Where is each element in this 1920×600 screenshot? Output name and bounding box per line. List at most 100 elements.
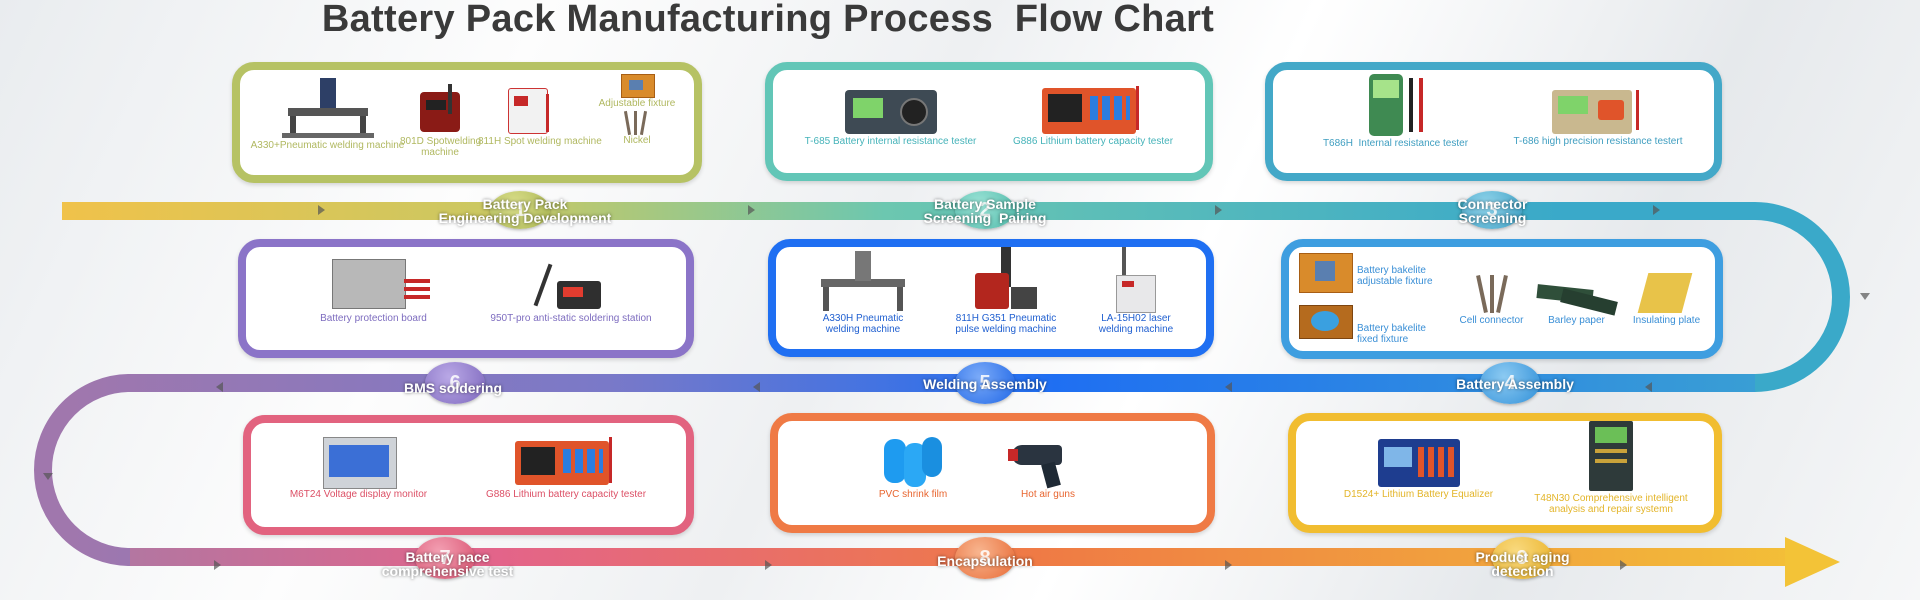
nickel-strip-image [622, 110, 652, 136]
equipment-box-4: Battery bakelite adjustable fixture Batt… [1281, 239, 1723, 359]
equipment-item: Hot air guns [998, 435, 1098, 500]
equipment-box-8: PVC shrink film Hot air guns [770, 413, 1215, 533]
step-label-6: BMS soldering [403, 380, 502, 396]
item-label: 950T-pro anti-static soldering station [490, 313, 652, 324]
item-label: Barley paper [1548, 315, 1605, 326]
laser-welding-machine-image [1108, 247, 1164, 313]
item-label: Cell connector [1459, 315, 1524, 326]
equipment-item: 811H Spot welding machine [478, 84, 602, 147]
step-badge-8: 8 [955, 537, 1015, 579]
equipment-box-7: M6T24 Voltage display monitor G886 Lithi… [243, 415, 694, 535]
equipment-box-2: T-685 Battery internal resistance tester… [765, 62, 1213, 181]
item-label: 811H Spot welding machine [478, 136, 602, 147]
equipment-item: A330+Pneumatic welding machine [250, 78, 405, 151]
adjustable-fixture-image [619, 72, 655, 98]
item-label: T-686 high precision resistance testert [1513, 136, 1683, 147]
barley-paper-image [1535, 281, 1618, 316]
page-title: Battery Pack Manufacturing Process Flow … [321, 0, 1215, 40]
item-label: M6T24 Voltage display monitor [289, 489, 428, 500]
capacity-tester-image [1038, 84, 1148, 136]
pvc-shrink-film-image [878, 435, 948, 489]
equipment-box-6: Battery protection board 950T-pro anti-s… [238, 239, 694, 358]
step-label-5: Welding Assembly [923, 376, 1047, 392]
equipment-item: G886 Lithium battery capacity tester [998, 84, 1188, 147]
battery-equalizer-image [1374, 437, 1464, 489]
item-label: 811H G351 Pneumatic pulse welding machin… [955, 313, 1057, 335]
equipment-item: Battery protection board [286, 259, 461, 324]
equipment-box-5: A330H Pneumatic welding machine 811H G35… [768, 239, 1214, 357]
equipment-item: G886 Lithium battery capacity tester [466, 435, 666, 500]
item-label: A330+Pneumatic welding machine [250, 140, 405, 151]
step-label-3: Connector Screening [1457, 196, 1528, 226]
equipment-box-3: T686H Internal resistance tester T-686 h… [1265, 62, 1722, 181]
step-badge-5: 5 [955, 362, 1015, 404]
equipment-item: 801D Spotwelding machine [400, 84, 482, 158]
item-label: LA-15H02 laser welding machine [1098, 313, 1174, 335]
insulating-plate-image [1637, 271, 1697, 315]
equipment-item: Cell connector [1454, 273, 1529, 326]
item-label: G886 Lithium battery capacity tester [1012, 136, 1174, 147]
pneumatic-welding-machine-image [280, 78, 375, 140]
item-label: T686H Internal resistance tester [1322, 138, 1469, 149]
item-label: Nickel [623, 135, 651, 146]
item-label: PVC shrink film [878, 489, 948, 500]
item-label: T-685 Battery internal resistance tester [804, 136, 977, 147]
equipment-item: Barley paper [1534, 281, 1619, 326]
equipment-item: T-685 Battery internal resistance tester [803, 84, 978, 147]
item-label: Hot air guns [1021, 489, 1075, 500]
equipment-item: M6T24 Voltage display monitor [271, 435, 446, 500]
cell-connector-image [1472, 273, 1512, 315]
step-label-2: Battery Sample Screening Pairing [923, 196, 1047, 226]
equipment-item: Adjustable fixture Nickel [592, 72, 682, 146]
step-badge-4: 4 [1480, 362, 1540, 404]
pneumatic-welding-machine-image [815, 251, 911, 313]
item-label: Battery bakelite adjustable fixture [1357, 265, 1433, 287]
step-label-8: Encapsulation [937, 553, 1033, 569]
item-label: G886 Lithium battery capacity tester [485, 489, 647, 500]
pulse-welding-machine-image [971, 247, 1041, 313]
item-label: Adjustable fixture [598, 98, 676, 109]
equipment-box-1: A330+Pneumatic welding machine 801D Spot… [232, 62, 702, 183]
equipment-item: LA-15H02 laser welding machine [1076, 247, 1196, 335]
step-badge-9: 9 [1492, 537, 1552, 579]
equipment-box-9: D1524+ Lithium Battery Equalizer T48N30 … [1288, 413, 1722, 533]
voltage-display-monitor-image [319, 435, 399, 489]
hot-air-gun-image [1008, 435, 1088, 489]
precision-resistance-tester-image [1548, 86, 1648, 136]
repair-system-image [1583, 421, 1639, 493]
equipment-item: Insulating plate [1624, 271, 1709, 326]
resistance-tester-image [844, 84, 937, 136]
equipment-item: 950T-pro anti-static soldering station [471, 259, 671, 324]
step-badge-6: 6 [425, 362, 485, 404]
item-label: T48N30 Comprehensive intelligent analysi… [1534, 493, 1688, 515]
item-label: A330H Pneumatic welding machine [822, 313, 904, 335]
capacity-tester-image [511, 435, 621, 489]
bakelite-fixed-fixture-image [1299, 305, 1355, 339]
step-badge-7: 7 [415, 537, 475, 579]
item-label: D1524+ Lithium Battery Equalizer [1343, 489, 1494, 500]
equipment-item: T-686 high precision resistance testert [1498, 86, 1698, 147]
equipment-item: 811H G351 Pneumatic pulse welding machin… [941, 247, 1071, 335]
bakelite-adjustable-fixture-image [1299, 251, 1355, 295]
step-label-9: Product aging detection [1475, 549, 1570, 579]
spot-welding-machine-image [506, 84, 551, 136]
step-label-1: Battery Pack Engineering Development [438, 196, 612, 226]
item-label: Insulating plate [1632, 315, 1701, 326]
step-label-7: Battery pace comprehensive test [381, 549, 514, 579]
item-label: 801D Spotwelding machine [400, 136, 482, 158]
item-label: Battery protection board [320, 313, 427, 324]
equipment-item: D1524+ Lithium Battery Equalizer [1331, 437, 1506, 500]
equipment-item: A330H Pneumatic welding machine [798, 251, 928, 335]
soldering-station-image [531, 259, 611, 313]
step-badge-1: 1 [490, 191, 550, 229]
step-badge-2: 2 [955, 191, 1015, 229]
step-label-4: Battery Assembly [1456, 376, 1574, 392]
equipment-item: T686H Internal resistance tester [1313, 74, 1478, 149]
equipment-item: PVC shrink film [858, 435, 968, 500]
spot-welding-machine-image [418, 84, 463, 136]
handheld-resistance-tester-image [1361, 74, 1431, 138]
equipment-item: T48N30 Comprehensive intelligent analysi… [1516, 421, 1706, 515]
battery-protection-board-image [314, 259, 434, 313]
step-badge-3: 3 [1462, 191, 1522, 229]
item-label: Battery bakelite fixed fixture [1357, 323, 1426, 345]
